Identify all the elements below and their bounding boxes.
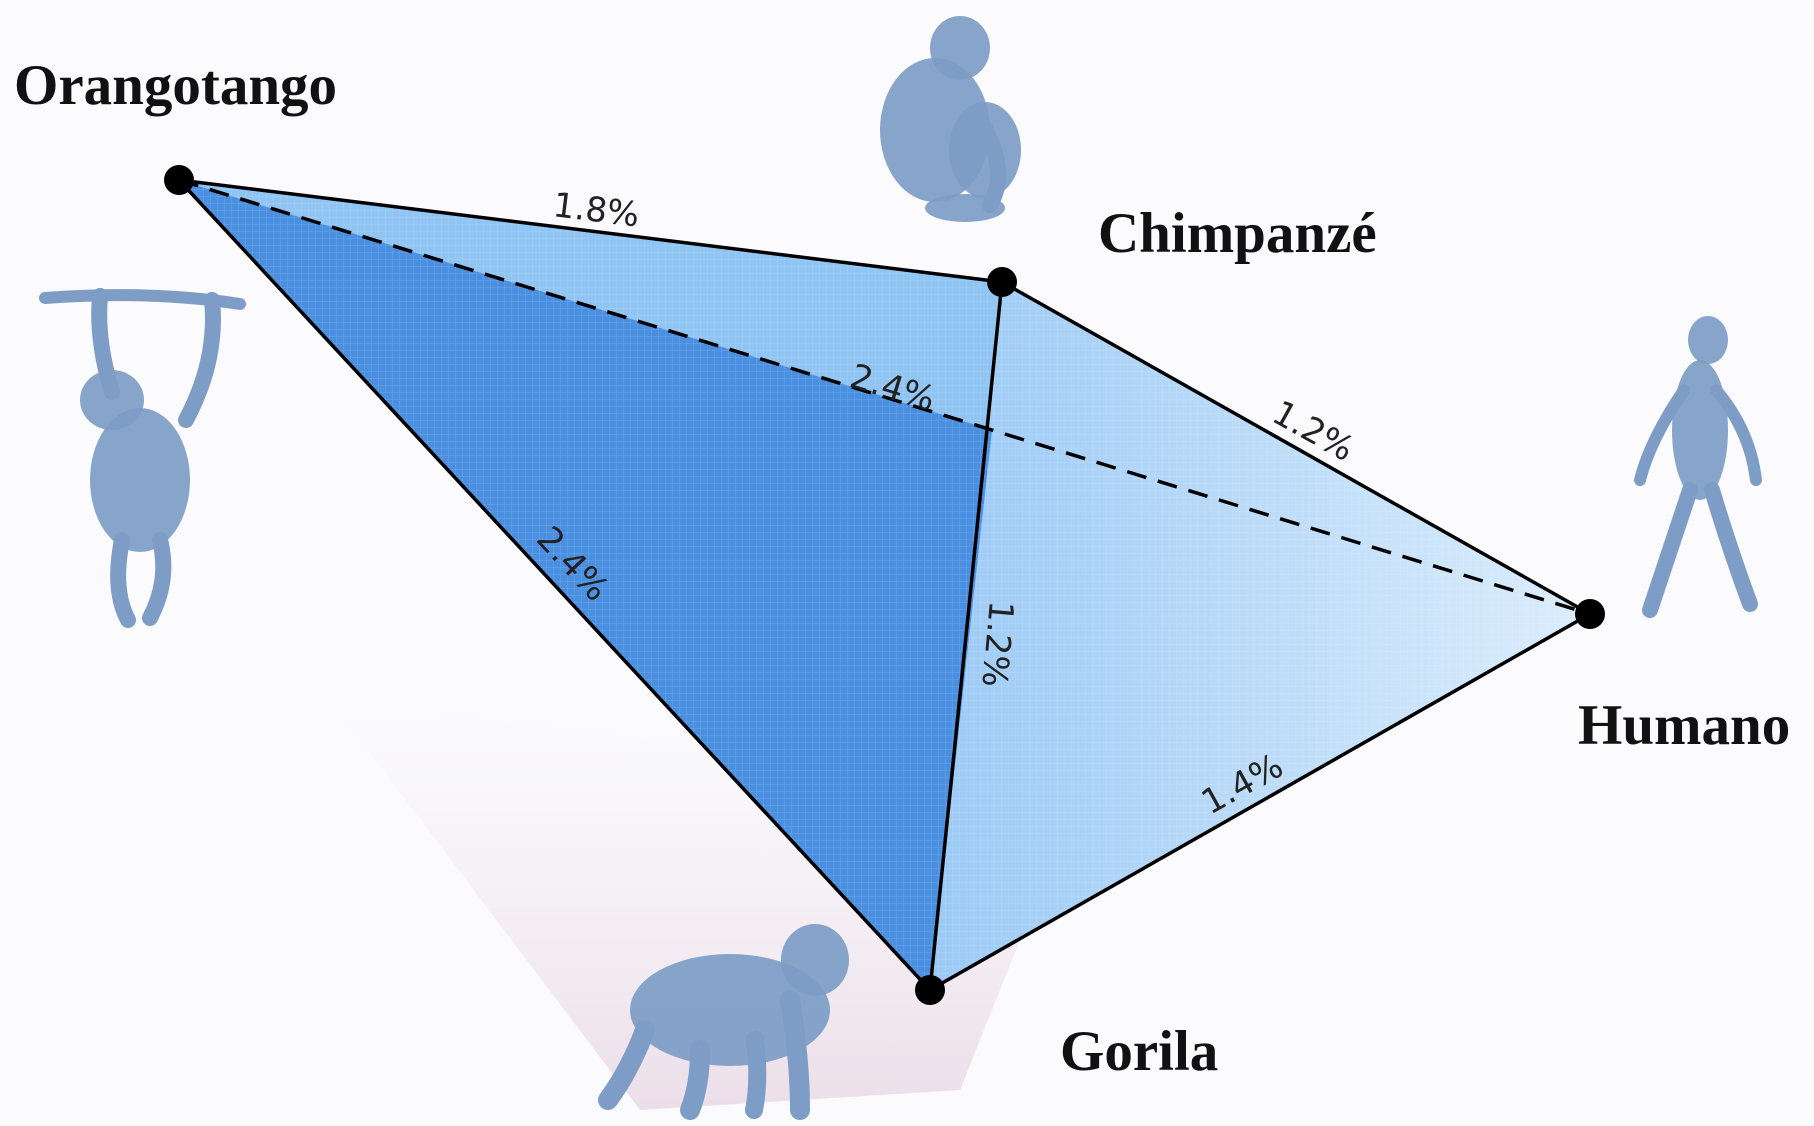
face-grid-overlay	[179, 180, 1590, 990]
orangutan-figure-icon	[45, 295, 240, 620]
human-figure-icon	[1640, 316, 1756, 610]
label-chimpanzee: Chimpanzé	[1098, 202, 1377, 265]
vertex-gorilla	[915, 975, 945, 1005]
label-gorilla: Gorila	[1060, 1020, 1218, 1083]
label-orangutan: Orangotango	[14, 54, 337, 117]
vertex-chimpanzee	[987, 267, 1017, 297]
chimpanzee-figure-icon	[880, 16, 1021, 222]
label-humano: Humano	[1578, 694, 1790, 757]
vertex-orangutan	[164, 165, 194, 195]
distance-chimpanzee-gorilla: 1.2%	[974, 599, 1021, 689]
vertex-humano	[1575, 599, 1605, 629]
